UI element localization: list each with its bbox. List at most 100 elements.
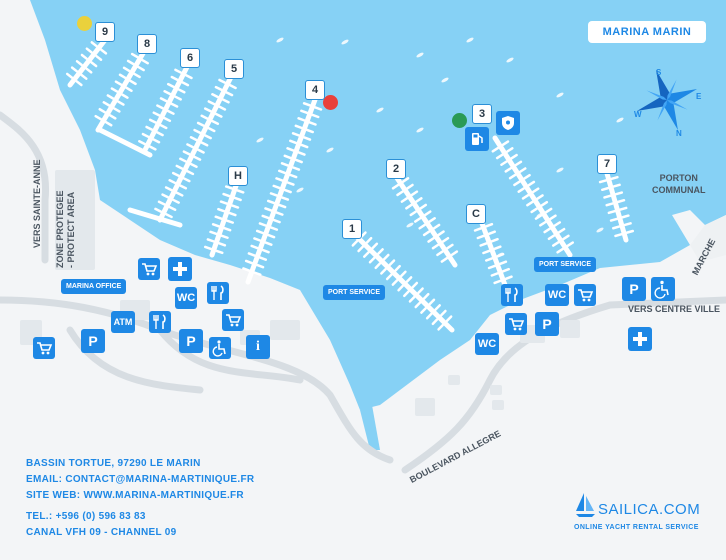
boat-slip: [133, 72, 141, 79]
info-icon[interactable]: i: [246, 335, 270, 359]
address-text: BASSIN TORTUE, 97290 LE MARIN: [26, 458, 201, 469]
boat-slip: [168, 179, 177, 185]
shopping-cart-icon-5[interactable]: [505, 313, 527, 335]
boat-slip: [549, 214, 557, 221]
shield-icon[interactable]: [496, 111, 520, 135]
wc-icon-2[interactable]: WC: [545, 284, 569, 306]
parking-icon-4[interactable]: P: [622, 277, 646, 301]
pier-9[interactable]: 9: [95, 22, 115, 42]
port-service-label-2[interactable]: PORT SERVICE: [534, 257, 596, 272]
boat-slip: [170, 75, 179, 81]
boat-slip: [207, 127, 216, 133]
boat-slip: [300, 143, 309, 149]
boat-slip: [261, 214, 270, 220]
boat-slip: [403, 290, 410, 298]
email-text[interactable]: EMAIL: CONTACT@MARINA-MARTINIQUE.FR: [26, 474, 255, 485]
pier-6[interactable]: 6: [180, 48, 200, 68]
pier-8[interactable]: 8: [137, 34, 157, 54]
boat-slip: [90, 41, 98, 48]
boat-slip: [138, 139, 146, 146]
boat-slip: [420, 307, 427, 314]
boat-slip: [280, 196, 290, 201]
boat-slip: [75, 80, 83, 87]
parking-icon-3[interactable]: P: [535, 312, 559, 336]
boat-slip: [207, 100, 216, 106]
boat-slip: [272, 218, 281, 224]
fuel-pump-icon[interactable]: [465, 127, 489, 151]
boat-slip: [419, 203, 428, 210]
fork-knife-icon-2[interactable]: [149, 311, 171, 333]
first-aid-icon[interactable]: [168, 257, 192, 281]
pier-7[interactable]: 7: [597, 154, 617, 174]
boat-slip: [99, 48, 108, 55]
fork-knife-icon-3[interactable]: [501, 284, 523, 306]
zone-protegee-line2: - PROTECT AREA: [66, 191, 76, 268]
boat-slip: [401, 177, 410, 183]
marina-office-label[interactable]: MARINA OFFICE: [61, 279, 127, 294]
wheelchair-icon-2[interactable]: [651, 277, 675, 301]
fork-knife-icon[interactable]: [207, 282, 229, 304]
wheelchair-icon[interactable]: [209, 337, 231, 359]
boat-slip: [204, 107, 212, 113]
boat-slip: [311, 113, 320, 119]
boat-slip: [211, 223, 221, 228]
boat-slip: [437, 230, 445, 237]
boat-slip: [396, 190, 404, 197]
boat-slip: [236, 189, 245, 194]
boat-slip: [530, 207, 538, 214]
pier-1[interactable]: 1: [342, 219, 362, 239]
pier-c[interactable]: C: [466, 204, 486, 224]
port-service-label-1[interactable]: PORT SERVICE: [323, 285, 385, 300]
marker-yellow[interactable]: [77, 16, 92, 31]
boat-slip: [255, 229, 265, 235]
shopping-cart-icon-2[interactable]: [222, 309, 244, 331]
website-text[interactable]: SITE WEB: WWW.MARINA-MARTINIQUE.FR: [26, 490, 244, 501]
marker-green[interactable]: [452, 113, 467, 128]
marker-red[interactable]: [323, 95, 338, 110]
boat-slip: [112, 107, 121, 113]
pier-3[interactable]: 3: [472, 104, 492, 124]
boat-slip: [218, 78, 227, 84]
boat-slip: [314, 106, 323, 111]
porton-line2: COMMUNAL: [652, 185, 706, 195]
wc-icon-3[interactable]: WC: [475, 333, 499, 355]
boat-slip: [141, 132, 150, 139]
parking-icon-2[interactable]: P: [179, 329, 203, 353]
shopping-cart-icon[interactable]: [138, 258, 160, 280]
pier-h[interactable]: H: [228, 166, 248, 186]
boat-slip: [616, 198, 626, 204]
pier-5[interactable]: 5: [224, 59, 244, 79]
boat-slip: [490, 272, 499, 277]
boat-slip: [148, 118, 157, 124]
boat-slip: [280, 162, 289, 167]
brand-name[interactable]: SAILICA.COM: [598, 501, 701, 518]
first-aid-icon-2[interactable]: [628, 327, 652, 351]
moored-boat: [376, 107, 384, 113]
boat-slip: [85, 67, 93, 74]
boat-slip: [422, 230, 431, 237]
boat-slip: [278, 203, 287, 209]
boat-slip: [170, 102, 179, 108]
boat-slip: [436, 250, 444, 257]
boat-slip: [431, 318, 439, 326]
boat-slip: [374, 262, 382, 270]
boat-slip: [214, 215, 223, 220]
boat-slip: [351, 239, 359, 247]
compass-north: N: [676, 129, 682, 138]
atm-icon[interactable]: ATM: [111, 311, 135, 333]
boat-slip: [163, 116, 172, 123]
boat-slip: [417, 287, 424, 295]
boat-slip: [121, 93, 129, 99]
boat-slip: [233, 196, 242, 202]
parking-icon[interactable]: P: [81, 329, 105, 353]
boat-slip: [177, 88, 186, 94]
shopping-cart-icon-3[interactable]: [33, 337, 55, 359]
boat-slip: [126, 59, 135, 66]
wc-icon[interactable]: WC: [175, 287, 197, 309]
pier-4[interactable]: 4: [305, 80, 325, 100]
boat-slip: [603, 194, 612, 199]
boat-slip: [544, 207, 553, 214]
shopping-cart-icon-4[interactable]: [574, 284, 596, 306]
pier-2[interactable]: 2: [386, 159, 406, 179]
